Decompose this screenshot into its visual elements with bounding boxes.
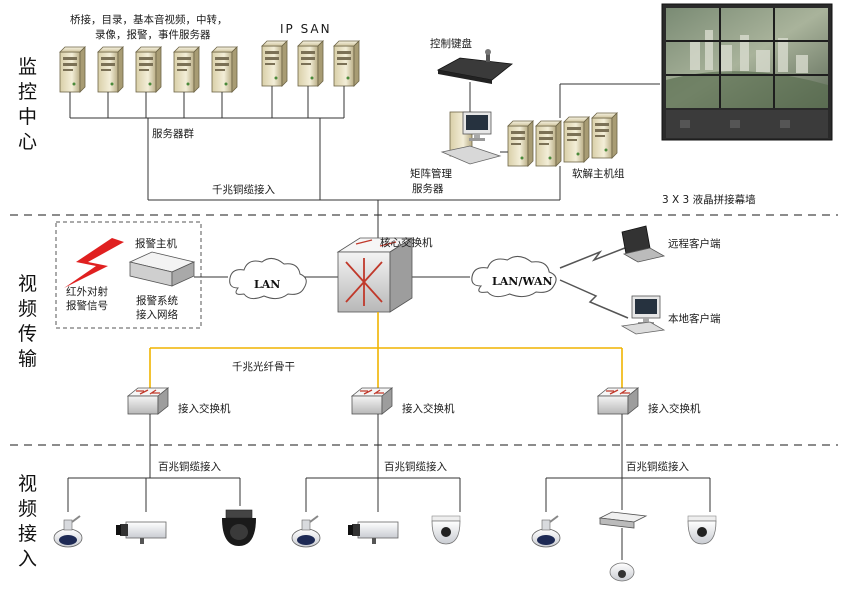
switch-icon (351, 387, 393, 415)
server-group-label: 服务器群 (152, 127, 194, 140)
svg-text:心: 心 (18, 131, 37, 153)
server-icon (535, 120, 562, 167)
svg-text:中: 中 (18, 106, 37, 128)
video-wall-icon (661, 3, 833, 141)
server-icon (59, 46, 86, 93)
remote-client (621, 225, 666, 263)
matrix-server-label-2: 服务器 (412, 182, 444, 195)
switch-icon (127, 387, 169, 415)
server-icon (507, 120, 534, 167)
video-wall-label: 3 X 3 液晶拼接幕墙 (662, 193, 756, 206)
local-client-label: 本地客户端 (668, 312, 721, 325)
infrared-label-2: 报警信号 (66, 299, 108, 312)
ptz-dome-camera-icon (53, 515, 83, 548)
alarm-net-label-2: 接入网络 (136, 308, 178, 321)
core-switch-label: 核心交换机 (380, 236, 433, 249)
server-icon (297, 40, 324, 87)
server-icon (211, 46, 238, 93)
keyboard-icon (436, 49, 513, 84)
dome-camera-icon (221, 509, 257, 547)
access-switch-label-3: 接入交换机 (648, 402, 701, 415)
fast-copper-label-1: 百兆铜缆接入 (158, 460, 221, 473)
section-video-transmission: 视 频 传 输 (18, 273, 37, 370)
server-icon (135, 46, 162, 93)
bridge-services-label-2: 录像，报警，事件服务器 (95, 28, 211, 41)
gigabit-copper-label: 千兆铜缆接入 (212, 183, 275, 196)
fast-copper-label-2: 百兆铜缆接入 (384, 460, 447, 473)
section-video-access: 视 频 接 入 (18, 473, 37, 570)
gigabit-fiber-label: 千兆光纤骨干 (232, 360, 295, 373)
lan-wan-cloud: LAN/WAN (471, 255, 557, 298)
access-switch-label-1: 接入交换机 (178, 402, 231, 415)
svg-text:输: 输 (18, 348, 37, 370)
copper-access-lines (67, 477, 711, 560)
decoder-host-group (507, 112, 618, 167)
fast-copper-label-3: 百兆铜缆接入 (626, 460, 689, 473)
svg-text:传: 传 (18, 323, 37, 345)
alarm-subsystem-box (55, 221, 202, 329)
infrared-label: 红外对射 (66, 285, 108, 298)
svg-text:入: 入 (18, 548, 37, 570)
server-icon (97, 46, 124, 93)
server-icon (261, 40, 288, 87)
svg-text:LAN: LAN (254, 278, 280, 291)
matrix-server (440, 111, 502, 165)
svg-text:监: 监 (18, 56, 37, 78)
lan-cloud: LAN (229, 257, 307, 300)
alarm-host-label: 报警主机 (135, 237, 177, 250)
control-keyboard-label: 控制键盘 (430, 37, 472, 50)
ptz-dome-camera-icon (531, 515, 561, 548)
fiber-backbone-lines (149, 312, 623, 388)
svg-text:接: 接 (18, 523, 37, 545)
svg-text:频: 频 (18, 498, 37, 520)
ip-san-storage (261, 40, 360, 87)
switch-icon (597, 387, 639, 415)
access-switch-2 (351, 387, 393, 415)
box-camera-icon (347, 521, 399, 545)
box-camera-icon (115, 521, 167, 545)
access-switch-1 (127, 387, 169, 415)
server-icon (173, 46, 200, 93)
decoder-group-label: 软解主机组 (572, 167, 625, 180)
matrix-server-label: 矩阵管理 (410, 167, 452, 180)
server-icon (563, 116, 590, 163)
mini-dome-camera-icon (609, 562, 635, 582)
dome-camera-icon (431, 515, 461, 545)
access-switch-3 (597, 387, 639, 415)
lightning-icon (64, 238, 124, 288)
svg-text:视: 视 (18, 273, 37, 295)
section-monitor-center: 监 控 中 心 (18, 56, 37, 153)
local-client (620, 295, 666, 335)
monitor-icon (631, 295, 661, 326)
ip-san-label: IP SAN (280, 22, 332, 36)
video-encoder (598, 511, 648, 529)
server-icon (591, 112, 618, 159)
dome-camera-icon (687, 515, 717, 545)
bridge-services-label: 桥接，目录，基本音视频，中转， (70, 13, 228, 26)
svg-text:LAN/WAN: LAN/WAN (492, 275, 553, 288)
ptz-dome-camera-icon (291, 515, 321, 548)
svg-text:视: 视 (18, 473, 37, 495)
server-group-1 (59, 46, 238, 93)
server-bus-lines (69, 86, 560, 250)
svg-text:控: 控 (18, 81, 37, 103)
server-icon (333, 40, 360, 87)
alarm-net-label: 报警系统 (136, 294, 178, 307)
svg-text:频: 频 (18, 298, 37, 320)
access-switch-label-2: 接入交换机 (402, 402, 455, 415)
wireless-links (559, 245, 631, 319)
alarm-host-device (128, 251, 196, 287)
remote-client-label: 远程客户端 (668, 237, 721, 250)
core-switch (336, 237, 414, 313)
